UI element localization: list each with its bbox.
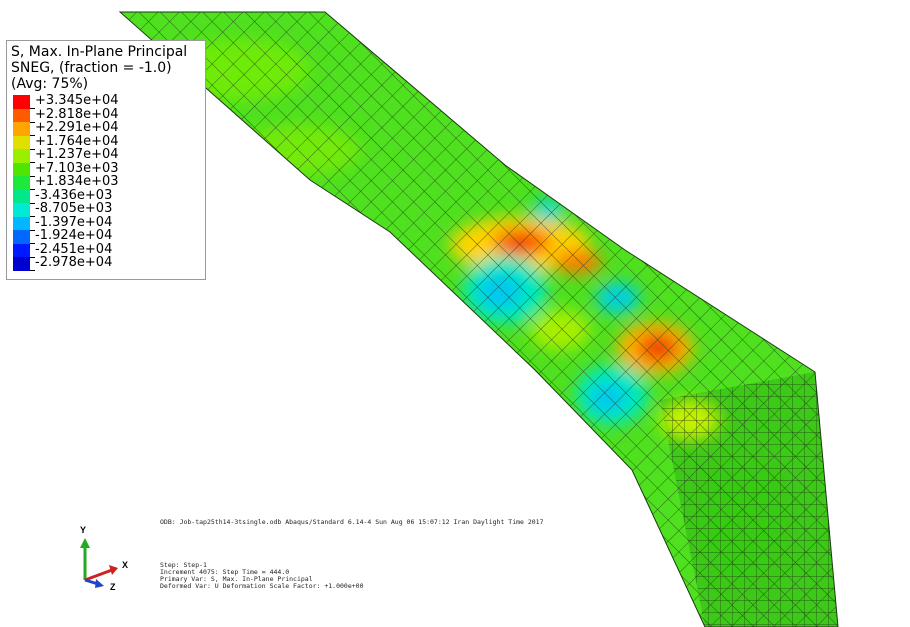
legend-value-label: +1.764e+04 <box>35 133 119 149</box>
legend-value-label: +1.237e+04 <box>35 147 119 162</box>
legend-tick <box>30 175 35 177</box>
legend-swatch <box>13 108 30 123</box>
legend-swatch <box>13 162 30 177</box>
legend-entry: +7.103e+03 <box>13 160 203 177</box>
legend-entry: +2.291e+04 <box>13 120 203 136</box>
legend-value-label: +2.291e+04 <box>35 120 119 135</box>
legend-tick <box>30 162 35 163</box>
legend-tick <box>30 121 35 123</box>
legend-entry: -1.397e+04 <box>13 214 203 231</box>
increment-info: Increment 4075: Step Time = 444.0 <box>160 568 290 576</box>
legend-entry: -3.436e+03 <box>13 187 203 204</box>
legend-tick <box>30 243 35 244</box>
legend-entry: +1.834e+03 <box>13 174 203 190</box>
legend-value-label: +1.834e+03 <box>35 174 119 189</box>
legend-swatch <box>13 95 30 109</box>
legend-tick <box>30 270 35 271</box>
x-axis-arrow <box>84 568 113 582</box>
legend-title-line-3: (Avg: 75%) <box>11 76 89 92</box>
legend-tick <box>30 135 35 136</box>
contour-legend: S, Max. In-Plane Principal SNEG, (fracti… <box>6 40 206 280</box>
legend-entry: -8.705e+03 <box>13 201 203 217</box>
legend-tick <box>30 108 35 109</box>
legend-entry: -2.451e+04 <box>13 241 203 258</box>
legend-title-line-2: SNEG, (fraction = -1.0) <box>11 60 172 76</box>
legend-tick <box>30 148 35 150</box>
odb-info-line: ODB: Job-tap25th14-3tsingle.odb Abaqus/S… <box>160 518 544 526</box>
legend-value-label: +3.345e+04 <box>35 93 119 108</box>
legend-swatch <box>13 257 30 271</box>
axis-triad: Y X Z <box>60 520 140 592</box>
legend-value-label: -1.924e+04 <box>35 228 113 243</box>
legend-title-line-1: S, Max. In-Plane Principal <box>11 44 188 60</box>
x-axis-label: X <box>122 560 128 570</box>
legend-tick <box>30 189 35 190</box>
step-info: Step: Step-1 <box>160 561 207 569</box>
legend-swatch <box>13 203 30 217</box>
legend-entry: +2.818e+04 <box>13 106 203 123</box>
legend-entry: +1.237e+04 <box>13 147 203 163</box>
legend-tick <box>30 256 35 258</box>
legend-swatch <box>13 216 30 231</box>
deformed-var-info: Deformed Var: U Deformation Scale Factor… <box>160 582 364 590</box>
legend-swatch <box>13 122 30 136</box>
z-axis-label: Z <box>110 582 116 590</box>
legend-value-label: -1.397e+04 <box>35 214 113 230</box>
legend-entry: -1.924e+04 <box>13 228 203 244</box>
y-axis-label: Y <box>80 525 86 535</box>
legend-tick <box>30 229 35 231</box>
legend-value-label: +7.103e+03 <box>35 160 119 176</box>
legend-value-label: -3.436e+03 <box>35 187 113 203</box>
legend-entry: +1.764e+04 <box>13 133 203 150</box>
legend-swatch <box>13 243 30 258</box>
legend-value-label: +2.818e+04 <box>35 106 119 122</box>
legend-value-label: -2.451e+04 <box>35 241 113 257</box>
legend-swatch <box>13 176 30 190</box>
legend-tick <box>30 202 35 204</box>
legend-entry: -2.978e+04 <box>13 255 203 271</box>
legend-value-label: -2.978e+04 <box>35 255 113 270</box>
primary-var-info: Primary Var: S, Max. In-Plane Principal <box>160 575 313 583</box>
legend-entry: +3.345e+04 <box>13 93 203 109</box>
legend-swatch <box>13 189 30 204</box>
legend-swatch <box>13 149 30 163</box>
legend-value-label: -8.705e+03 <box>35 201 113 216</box>
legend-swatch <box>13 135 30 150</box>
legend-tick <box>30 216 35 217</box>
legend-swatch <box>13 230 30 244</box>
